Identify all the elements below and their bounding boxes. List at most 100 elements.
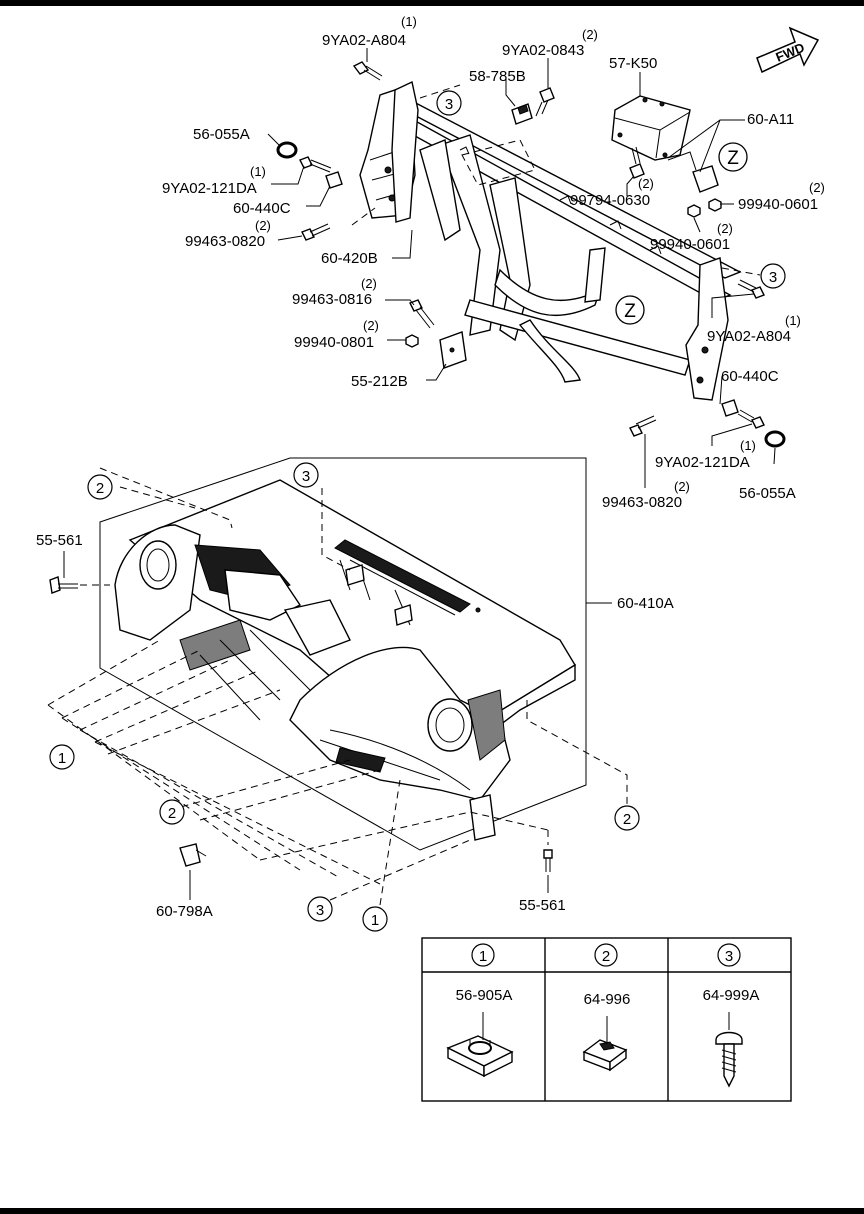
fastener-legend-table: 1 2 3 56-905A 64-996 64-999A: [421, 937, 792, 1102]
callout-3-beam-right-label: 3: [769, 269, 777, 286]
screw-561-bottom-icon: [543, 849, 553, 872]
callout-1-left-label: 1: [58, 750, 66, 767]
bracket-60-a11: [667, 151, 719, 193]
grommet-right-icon: [764, 430, 786, 448]
collar-left-icon: [325, 171, 343, 189]
legend-code-1: 56-905A: [456, 987, 513, 1004]
label-collar-left: 60-440C: [233, 200, 291, 217]
label-bolt-121da-right: 9YA02-121DA: [655, 454, 750, 471]
label-beam: 60-420B: [321, 250, 378, 267]
label-screw-561-bottom: 55-561: [519, 897, 566, 914]
qty-bolt-121da-left: (1): [250, 164, 266, 179]
legend-code-2: 64-996: [584, 991, 631, 1008]
qty-bolt-a804-right: (1): [785, 313, 801, 328]
qty-bolt-121da-right: (1): [740, 438, 756, 453]
callout-2-top-left-label: 2: [96, 480, 104, 497]
collar-right-icon: [721, 399, 739, 417]
top-rule: [0, 0, 864, 6]
label-nut-0801: 99940-0801: [294, 334, 374, 351]
label-screw-561-left: 55-561: [36, 532, 83, 549]
bolt-a804-right-icon: [737, 279, 765, 299]
bracket-212b-icon: [439, 331, 467, 369]
label-bracket-a11: 60-A11: [747, 111, 794, 128]
spring-nut-icon: [582, 1016, 628, 1072]
panel-outline-box: [99, 457, 587, 851]
bolt-0816-icon: [409, 299, 435, 329]
label-bolt-0630: 99794-0630: [570, 192, 650, 209]
callout-2-left-bottom: 2: [159, 799, 185, 825]
callout-z-upper-label: Z: [727, 148, 739, 169]
callout-2-right: 2: [614, 805, 640, 831]
clip-nut-icon: [446, 1012, 514, 1078]
qty-bolt-0816: (2): [361, 276, 377, 291]
legend-code-3: 64-999A: [703, 987, 760, 1004]
legend-header-1: 1: [471, 943, 495, 967]
legend-header-2-label: 2: [602, 948, 610, 965]
legend-header-1-label: 1: [479, 948, 487, 965]
fwd-label: FWD: [774, 40, 807, 65]
cross-car-beam: [351, 80, 761, 401]
label-grommet-right: 56-055A: [739, 485, 796, 502]
label-grommet-left: 56-055A: [193, 126, 250, 143]
clip-785b-icon: [511, 103, 533, 125]
callout-2-left-bottom-label: 2: [168, 805, 176, 822]
callout-2-right-label: 2: [623, 811, 631, 828]
callout-z-upper: Z: [718, 142, 748, 172]
leader-lines-lower: [63, 551, 612, 900]
callout-2-top-left: 2: [87, 474, 113, 500]
fwd-arrow-icon: FWD: [756, 26, 820, 74]
qty-bolt-0820-left: (2): [255, 218, 271, 233]
legend-header-3: 3: [717, 943, 741, 967]
bolt-0820-left-icon: [301, 223, 331, 241]
label-airbag: 57-K50: [609, 55, 657, 72]
qty-bolt-0630: (2): [638, 176, 654, 191]
label-bolt-a804-right: 9YA02-A804: [707, 328, 791, 345]
callout-3-top-label: 3: [302, 468, 310, 485]
label-bolt-0820-right: 99463-0820: [602, 494, 682, 511]
label-bolt-0820-left: 99463-0820: [185, 233, 265, 250]
qty-bolt-a804-top: (1): [401, 14, 417, 29]
qty-bolt-0843: (2): [582, 27, 598, 42]
part-labels: (1) 9YA02-A804 (2) 9YA02-0843 58-785B 57…: [36, 14, 825, 920]
callout-3-bottom-label: 3: [316, 902, 324, 919]
nut-0601-mid-icon: [687, 204, 701, 218]
callout-3-beam-left: 3: [436, 90, 462, 116]
label-nut-0601-mid: 99940-0601: [650, 236, 730, 253]
callout-z-lower-label: Z: [624, 301, 636, 322]
bolt-a804-top-icon: [352, 61, 383, 81]
callout-z-lower: Z: [615, 295, 645, 325]
callout-1-bottom: 1: [362, 906, 388, 932]
callout-1-left: 1: [49, 744, 75, 770]
instrument-panel: [114, 479, 576, 841]
screw-561-left-icon: [49, 576, 78, 594]
bolt-0843-icon: [535, 87, 555, 117]
leader-lines-upper: [267, 48, 776, 488]
label-bracket-212b: 55-212B: [351, 373, 408, 390]
callout-3-top: 3: [293, 462, 319, 488]
callout-3-beam-right: 3: [760, 263, 786, 289]
qty-nut-0601-right: (2): [809, 180, 825, 195]
callout-3-bottom: 3: [307, 896, 333, 922]
grommet-left-icon: [276, 141, 298, 159]
clip-798a-icon: [179, 843, 207, 867]
qty-bolt-0820-right: (2): [674, 479, 690, 494]
label-nut-0601-right: 99940-0601: [738, 196, 818, 213]
label-clip-785b: 58-785B: [469, 68, 526, 85]
label-panel: 60-410A: [617, 595, 674, 612]
legend-header-3-label: 3: [725, 948, 733, 965]
bottom-rule: [0, 1208, 864, 1214]
label-bolt-0816: 99463-0816: [292, 291, 372, 308]
qty-nut-0601-mid: (2): [717, 221, 733, 236]
dashed-leaders-lower: [47, 467, 628, 906]
bolt-0630-icon: [629, 146, 645, 179]
legend-header-2: 2: [594, 943, 618, 967]
label-bolt-a804-top: 9YA02-A804: [322, 32, 406, 49]
callout-1-bottom-label: 1: [371, 912, 379, 929]
nut-0801-icon: [405, 334, 419, 348]
label-clip-798a: 60-798A: [156, 903, 213, 920]
callout-3-beam-left-label: 3: [445, 96, 453, 113]
label-bolt-121da-left: 9YA02-121DA: [162, 180, 257, 197]
nut-0601-right-icon: [708, 198, 722, 212]
qty-nut-0801: (2): [363, 318, 379, 333]
